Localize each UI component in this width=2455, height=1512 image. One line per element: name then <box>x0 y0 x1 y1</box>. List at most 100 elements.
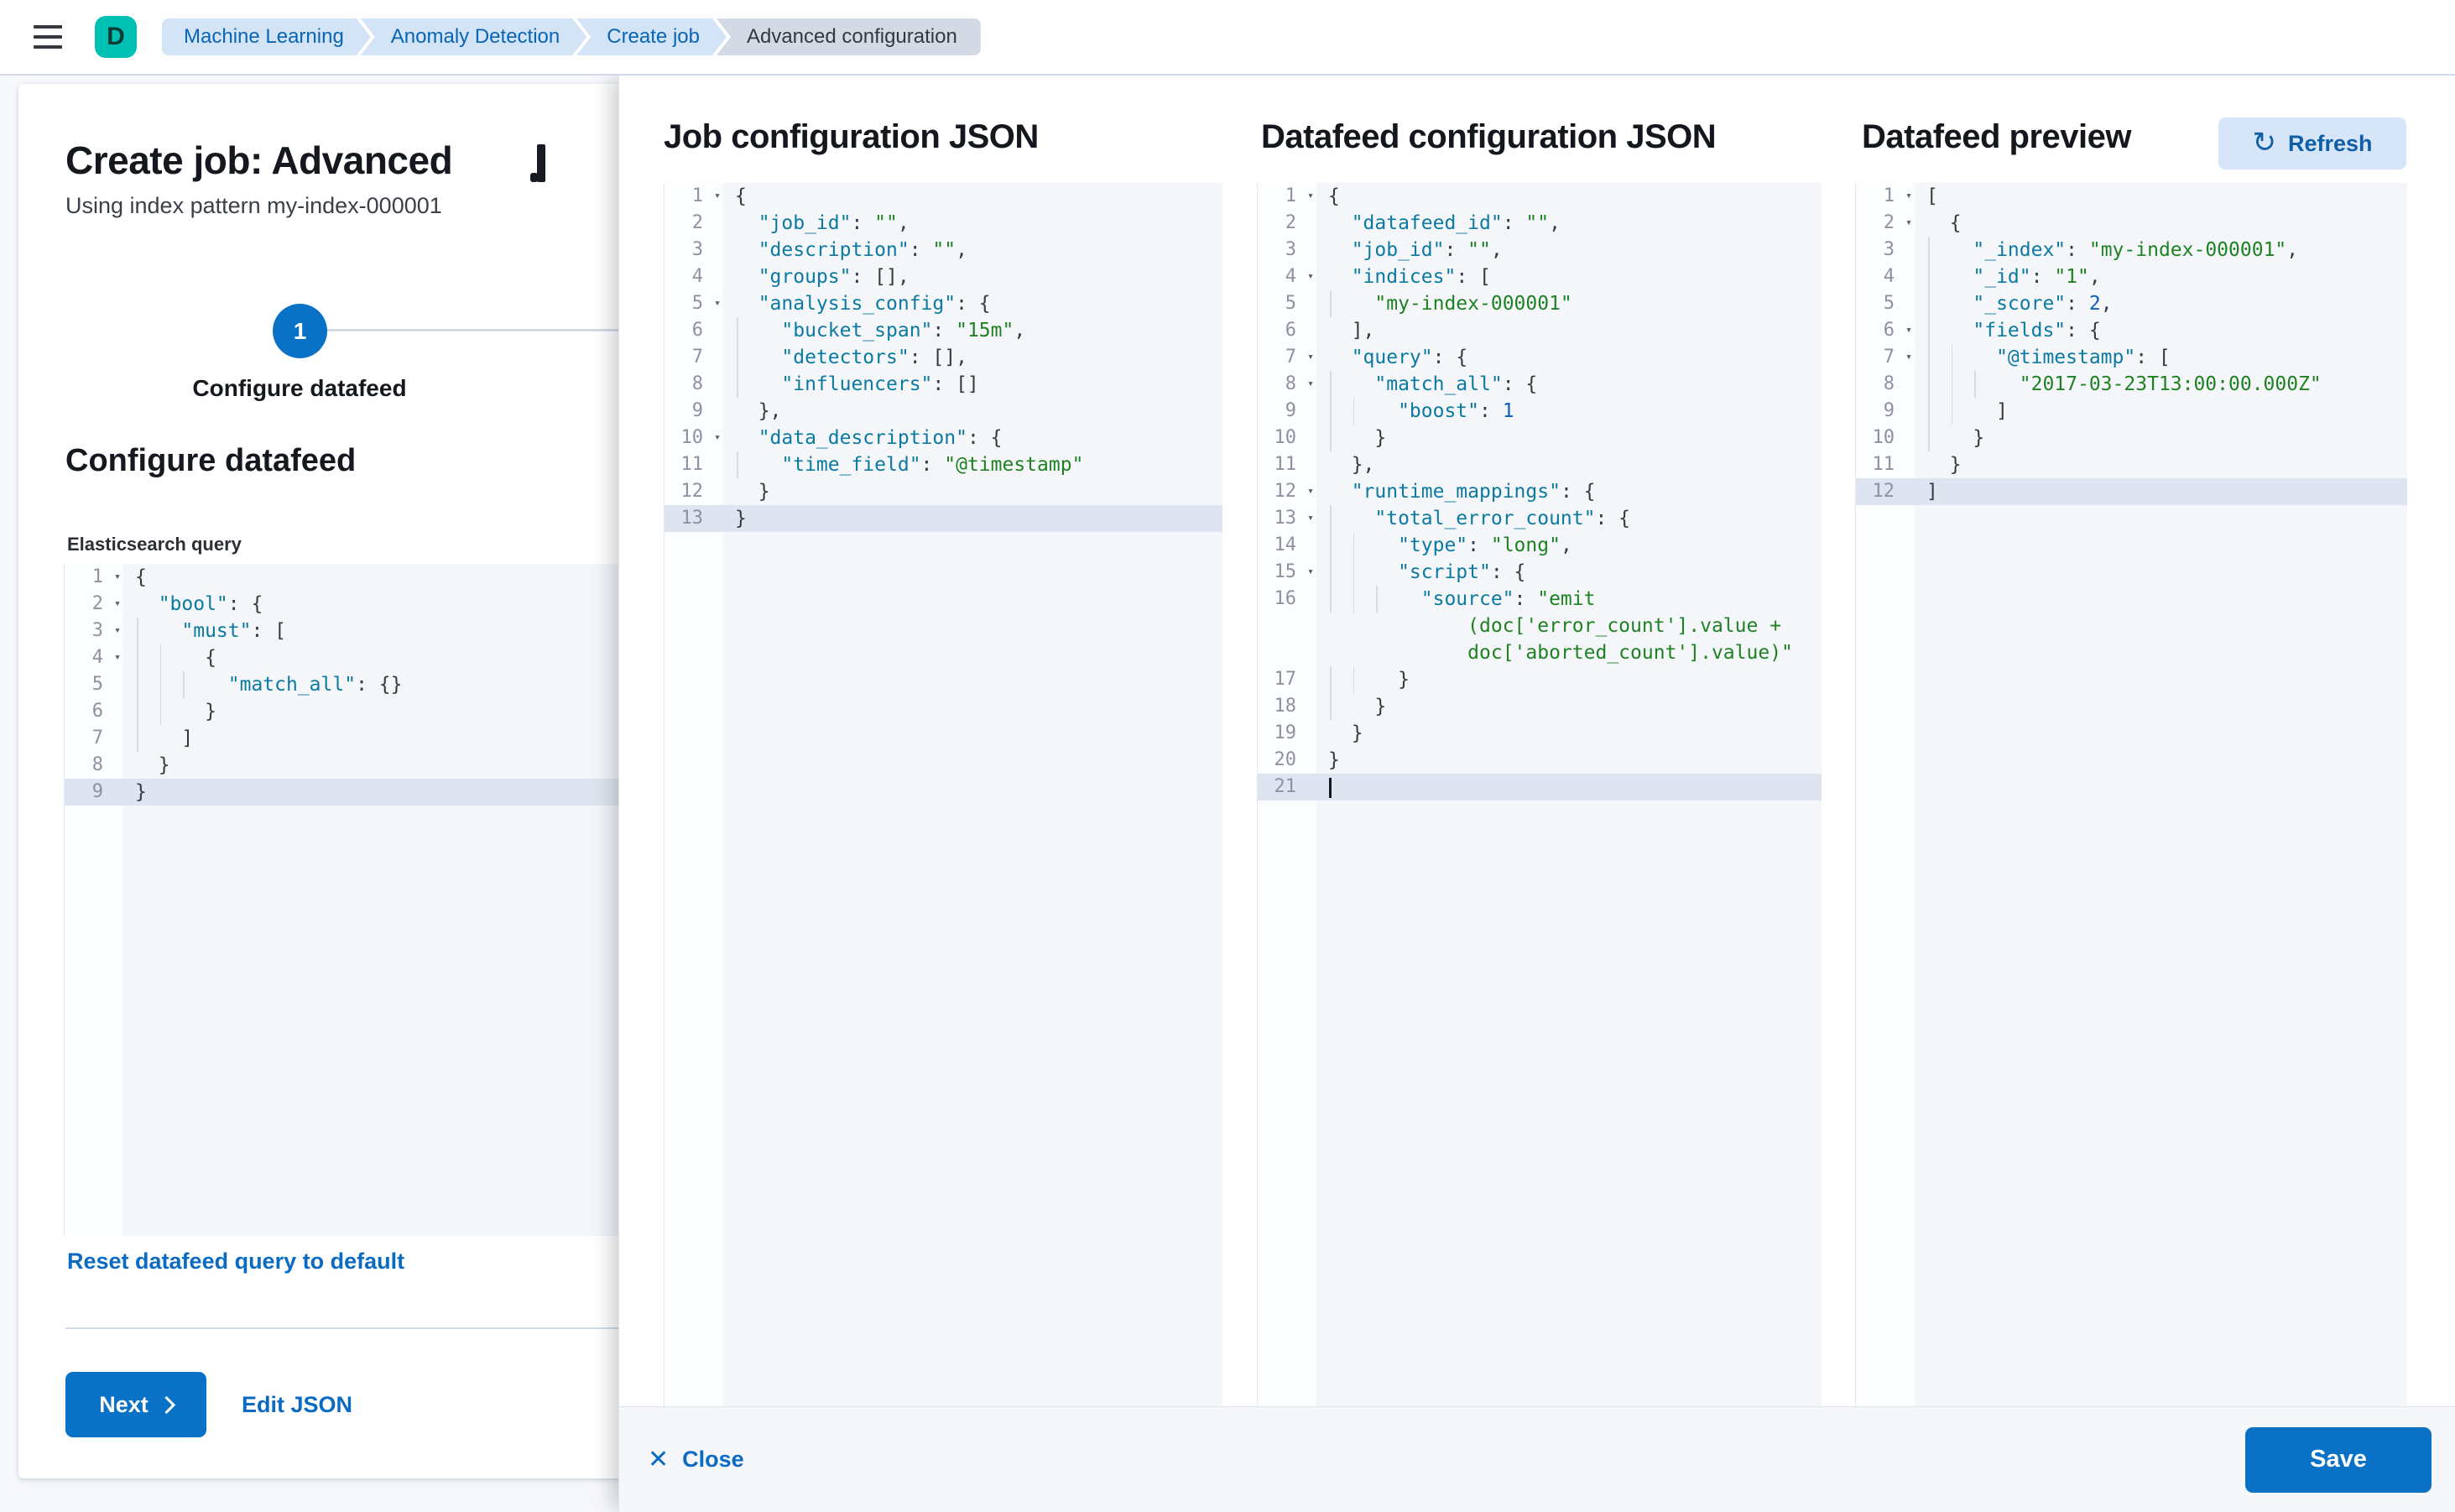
code-line: }, <box>758 400 782 422</box>
gutter-line: 5 <box>1285 293 1296 314</box>
avatar[interactable]: D <box>95 16 137 58</box>
code-line: "influencers": [] <box>723 371 1222 398</box>
code-line: ] <box>123 725 625 752</box>
code-line: "boost": 1 <box>1316 398 1822 425</box>
card-divider <box>65 1327 624 1329</box>
gutter-line: 6 <box>91 701 103 722</box>
save-button[interactable]: Save <box>2245 1426 2432 1493</box>
step-1-indicator[interactable]: 1 <box>273 304 327 358</box>
code-line: "datafeed_id": "", <box>1351 212 1561 234</box>
code-line: { <box>1328 185 1340 207</box>
code-line: { <box>1949 212 1962 234</box>
code-line: "bool": { <box>158 593 263 615</box>
gutter-line: 1▾ <box>1285 185 1314 206</box>
gutter-line: 7▾ <box>1285 347 1314 368</box>
code-line: ] <box>1915 478 2407 505</box>
code-line: "data_description": { <box>758 427 1003 449</box>
code-line: "time_field": "@timestamp" <box>723 451 1222 478</box>
code-line: ] <box>1915 398 2407 425</box>
gutter-line: 13▾ <box>1274 508 1315 529</box>
gutter-line: 20 <box>1274 749 1297 770</box>
code-line: "fields": { <box>1915 317 2407 344</box>
code-line: "must": [ <box>123 618 625 644</box>
gutter-line: 6 <box>691 320 703 341</box>
code-line: } <box>123 779 625 806</box>
gutter-line: 2▾ <box>91 593 121 614</box>
datafeed-configuration-json-heading: Datafeed configuration JSON <box>1261 118 1717 155</box>
close-button[interactable]: ✕ Close <box>648 1447 744 1473</box>
configure-datafeed-heading: Configure datafeed <box>65 443 357 478</box>
code-line: } <box>1316 666 1822 693</box>
code-line: "description": "", <box>758 239 967 261</box>
gutter-line: 18 <box>1274 696 1297 717</box>
gutter-line: 3 <box>1883 239 1895 260</box>
gutter-line: 3 <box>691 239 703 260</box>
code-line: doc['aborted_count'].value)" <box>1328 642 1793 664</box>
gutter-line: 21 <box>1258 774 1316 800</box>
gutter-line: 10 <box>1872 427 1895 448</box>
next-button-label: Next <box>99 1391 149 1417</box>
code-line: } <box>158 754 170 776</box>
refresh-icon: ↻ <box>2252 126 2276 159</box>
gutter-line: 4 <box>1883 266 1895 287</box>
gutter-line: 1▾ <box>91 566 121 587</box>
gutter-line: 8 <box>691 373 703 394</box>
code-line: } <box>1316 693 1822 720</box>
refresh-button[interactable]: ↻ Refresh <box>2218 117 2406 169</box>
code-line: "my-index-000001" <box>1316 290 1822 317</box>
elasticsearch-query-label: Elasticsearch query <box>67 534 242 555</box>
refresh-button-label: Refresh <box>2287 130 2373 156</box>
next-button[interactable]: Next <box>65 1372 206 1437</box>
code-line: } <box>1351 722 1363 744</box>
code-line <box>1316 774 1822 800</box>
code-line: "analysis_config": { <box>758 293 991 315</box>
gutter-line: 2 <box>691 212 703 233</box>
gutter-line: 4 <box>691 266 703 287</box>
menu-icon[interactable] <box>34 25 62 49</box>
gutter-line: 7▾ <box>1883 347 1912 368</box>
gutter-line: 3▾ <box>91 620 121 641</box>
gutter-line: 11 <box>1872 454 1895 475</box>
datafeed-preview-heading: Datafeed preview <box>1862 118 2132 155</box>
code-line: "detectors": [], <box>723 344 1222 371</box>
code-line: { <box>735 185 747 207</box>
gutter-line: 7 <box>691 347 703 368</box>
gutter-line: 14 <box>1274 534 1297 555</box>
gutter-line: 12▾ <box>1274 481 1315 502</box>
code-line: }, <box>1351 454 1375 476</box>
create-job-panel: Create job: Advanced Using index pattern… <box>18 84 625 1478</box>
reset-datafeed-query-link[interactable]: Reset datafeed query to default <box>67 1249 405 1274</box>
code-line: "_index": "my-index-000001", <box>1915 237 2407 263</box>
job-configuration-json-heading: Job configuration JSON <box>664 118 1039 155</box>
code-line: { <box>123 644 625 671</box>
gutter-line: 11 <box>680 454 704 475</box>
gutter-line: 6 <box>1285 320 1296 341</box>
code-line: { <box>135 566 147 588</box>
code-line: "runtime_mappings": { <box>1351 481 1596 503</box>
gutter-line: 4▾ <box>1285 266 1314 287</box>
gutter-line: 12 <box>1856 478 1915 505</box>
edit-json-link[interactable]: Edit JSON <box>242 1391 353 1417</box>
top-header-bar: D Machine Learning Anomaly Detection Cre… <box>0 0 2455 76</box>
step-1-label: Configure datafeed <box>192 375 407 401</box>
code-line: ], <box>1351 320 1375 342</box>
breadcrumb-machine-learning[interactable]: Machine Learning <box>162 18 371 55</box>
code-line: "_id": "1", <box>1915 263 2407 290</box>
page-title: Create job: Advanced <box>65 138 453 182</box>
gutter-line: 17 <box>1274 669 1297 690</box>
gutter-line: 8▾ <box>1285 373 1314 394</box>
step-connector-line <box>326 329 624 331</box>
code-line: [ <box>1926 185 1938 207</box>
breadcrumb-create-job[interactable]: Create job <box>576 18 727 55</box>
code-line: "match_all": {} <box>123 671 625 698</box>
code-line: "@timestamp": [ <box>1915 344 2407 371</box>
breadcrumb-anomaly-detection[interactable]: Anomaly Detection <box>361 18 586 55</box>
gutter-line: 13 <box>665 505 723 532</box>
gutter-line: 9 <box>691 400 703 421</box>
gutter-line: 10▾ <box>680 427 722 448</box>
code-line: "2017-03-23T13:00:00.000Z" <box>1915 371 2407 398</box>
